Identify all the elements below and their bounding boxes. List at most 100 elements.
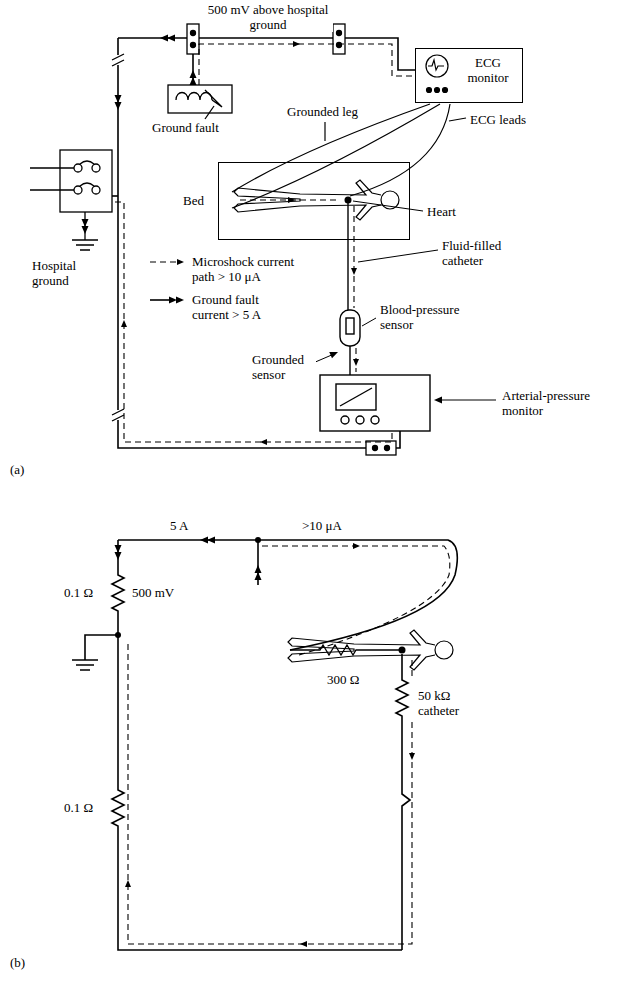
line-art: [112, 540, 402, 950]
leader-arrow: [434, 397, 442, 404]
line-art: [443, 88, 448, 93]
line-art: [72, 240, 98, 250]
callout-label: Ground fault: [150, 120, 221, 135]
line-art: [351, 268, 357, 275]
line-art: [92, 186, 100, 194]
line-art: [176, 93, 212, 101]
callout-label: 5 A: [168, 518, 190, 533]
callout-label: 0.1 Ω: [62, 800, 95, 815]
line-art: [30, 168, 74, 190]
line-art: [115, 95, 122, 110]
callout-label: 0.1 Ω: [62, 585, 95, 600]
line-art: [260, 439, 267, 445]
line-art: [427, 88, 432, 93]
line-art: [337, 43, 342, 48]
leader-arrow: [329, 349, 339, 359]
line-art: [191, 43, 196, 48]
break-marks: [112, 54, 124, 421]
line-art: [288, 197, 295, 203]
line-art: [353, 201, 423, 211]
line-art: [337, 31, 342, 36]
line-art: [92, 164, 100, 172]
line-art: [232, 104, 440, 208]
line-art: [112, 195, 118, 197]
line-art: [409, 753, 415, 760]
legend-arrow: [169, 297, 184, 304]
catheter-and-sensor: [340, 203, 360, 375]
line-art: [255, 565, 262, 580]
line-art: [411, 660, 412, 676]
line-art: [262, 546, 450, 656]
line-art: [60, 150, 112, 212]
line-art: [112, 409, 124, 421]
callout-label: (a): [8, 462, 26, 477]
line-art: [358, 250, 438, 262]
line-art: [449, 118, 466, 121]
line-art: [121, 320, 127, 327]
callout-label: Hospital ground: [30, 258, 104, 288]
monitor-box: ECG monitor: [415, 48, 523, 103]
callout-label: 500 mV: [130, 585, 176, 600]
ecg-lead-wires: [232, 104, 466, 208]
line-art: [349, 346, 350, 375]
junction-dot: [255, 537, 261, 543]
wiring-b: [72, 540, 457, 950]
line-art: [112, 55, 124, 65]
microshock-path-a: [112, 44, 415, 442]
line-art: [336, 384, 376, 410]
ecg-symbol: [426, 55, 448, 93]
breaker-panel: [30, 150, 112, 250]
line-art: [118, 38, 415, 70]
junction-dot: [115, 632, 121, 638]
callout-label: Fluid-filled catheter: [440, 238, 516, 268]
legend-samples: [150, 262, 178, 300]
patient-figure: [288, 630, 453, 670]
microshock-path-b: [128, 546, 450, 944]
line-art: [341, 416, 349, 424]
line-art: [356, 416, 364, 424]
line-art: [371, 416, 379, 424]
line-art: [112, 410, 124, 420]
line-art: [396, 654, 410, 950]
callout-label: Grounded sensor: [250, 352, 316, 382]
line-art: [340, 310, 360, 346]
legend-text: Microshock current path > 10 μA: [190, 254, 314, 284]
line-art: [353, 543, 360, 549]
line-art: [74, 164, 82, 172]
faulty-device: [168, 85, 232, 119]
current-arrows-b: [115, 537, 416, 948]
leader-lines: [306, 201, 496, 400]
line-art: [72, 660, 98, 670]
line-art: [168, 85, 232, 113]
line-art: [112, 54, 124, 66]
patient-figure: [234, 180, 399, 220]
line-art: [350, 104, 450, 196]
line-art: [199, 44, 415, 85]
line-art: [428, 60, 444, 70]
line-art: [200, 537, 215, 544]
callout-label: Heart: [425, 204, 458, 219]
line-art: [118, 540, 457, 650]
line-art: [150, 261, 178, 262]
line-art: [112, 202, 392, 442]
line-art: [80, 161, 94, 186]
callout-label: 300 Ω: [325, 672, 361, 687]
callout-label: >10 μA: [300, 518, 344, 533]
line-art: [187, 24, 199, 54]
node-text: ECG monitor: [460, 55, 516, 85]
callout-label: 500 mV above hospital ground: [203, 2, 333, 32]
line-art: [320, 375, 430, 431]
line-art: [346, 318, 354, 334]
callout-label: ECG leads: [468, 112, 528, 127]
line-art: [300, 941, 307, 947]
legend-text: Ground fault current > 5 A: [190, 292, 282, 322]
node-text: Bed: [181, 193, 206, 208]
line-art: [340, 388, 372, 406]
callout-label: Blood-pressure sensor: [378, 302, 474, 332]
pressure-monitor: [320, 375, 430, 431]
line-art: [438, 400, 496, 401]
heart-dot: [345, 197, 352, 204]
line-art: [85, 635, 118, 660]
